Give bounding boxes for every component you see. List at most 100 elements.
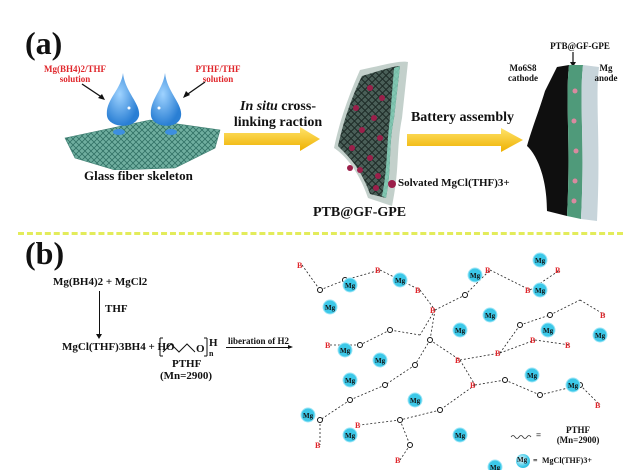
mg-ion-label: Mg xyxy=(395,277,406,285)
mg-ion-label: Mg xyxy=(340,347,351,355)
mg-ion-icon xyxy=(407,392,423,408)
legend-mg-label: MgCl(THF)3+ xyxy=(542,456,592,465)
oxygen-atom xyxy=(397,417,403,423)
boron-group-label: B xyxy=(297,261,303,270)
mg-ion-label: Mg xyxy=(543,327,554,335)
mg-ion-label: Mg xyxy=(568,382,579,390)
product-left-text: MgCl(THF)3BH4 + HO xyxy=(62,341,175,353)
pthf-repeat-unit xyxy=(159,337,208,357)
network-bond xyxy=(464,269,491,296)
boron-group-label: B xyxy=(315,441,321,450)
boron-group-label: B xyxy=(600,311,606,320)
pthf-name: PTHF xyxy=(172,358,202,370)
battery-electrolyte-label: PTB@GF-GPE xyxy=(550,41,610,51)
mg-ion-label: Mg xyxy=(410,397,421,405)
mg-ion-label: Mg xyxy=(455,327,466,335)
mg-ion-label: Mg xyxy=(527,372,538,380)
mg-ion-icon xyxy=(342,427,358,443)
oxygen-atom xyxy=(317,417,323,423)
network-bond xyxy=(549,299,581,316)
mg-ion-label: Mg xyxy=(485,312,496,320)
mg-ion-icon xyxy=(487,459,503,470)
thf-label: THF xyxy=(105,303,128,315)
network-bond xyxy=(384,364,416,386)
mg-ion-icon xyxy=(392,272,408,288)
oxygen-atom xyxy=(462,292,468,298)
network-bond xyxy=(534,339,571,346)
mg-ion-icon xyxy=(452,427,468,443)
reaction-arrow-shaft xyxy=(226,347,290,348)
ptb-gf-gpe-membrane xyxy=(334,61,408,207)
mg-ion-icon xyxy=(322,299,338,315)
network-bond xyxy=(419,289,436,311)
mg-ion-label: Mg xyxy=(303,412,314,420)
mg-ion-icon xyxy=(372,352,388,368)
mg-ion-icon xyxy=(532,282,548,298)
legend-wave-label: PTHF (Mn=2900) xyxy=(556,425,600,445)
oxygen-atom xyxy=(502,377,508,383)
network-bond xyxy=(519,314,551,326)
pthf-mn: (Mn=2900) xyxy=(160,370,213,382)
electrolyte-layer xyxy=(567,65,583,219)
crosslinking-arrow-icon xyxy=(224,127,320,151)
boron-group-label: B xyxy=(555,266,561,275)
mg-ion-label: Mg xyxy=(535,287,546,295)
oxygen-atom xyxy=(357,342,363,348)
mg-ion-icon xyxy=(532,252,548,268)
cathode-label: Mo6S8 cathode xyxy=(508,63,538,83)
network-bond xyxy=(459,359,476,386)
battery-assembly-arrow-icon xyxy=(407,128,523,152)
network-bond xyxy=(419,309,436,336)
network-bond xyxy=(434,294,466,311)
mg-ion-label: Mg xyxy=(535,257,546,265)
oxygen-atom xyxy=(407,442,413,448)
membrane-caption: PTB@GF-GPE xyxy=(313,205,407,220)
network-bond xyxy=(379,269,421,291)
panel-a-label: (a) xyxy=(25,25,63,61)
oxygen-atom xyxy=(387,327,393,333)
mg-ion-label: Mg xyxy=(345,377,356,385)
network-bond xyxy=(504,379,541,396)
mg-ion-label: Mg xyxy=(325,304,336,312)
network-bond xyxy=(359,419,401,426)
mg-ion-icon xyxy=(337,342,353,358)
pointer-arrow-left xyxy=(81,83,104,99)
mg-ion-label: Mg xyxy=(345,432,356,440)
oxygen-atom xyxy=(427,337,433,343)
oxygen-atom xyxy=(382,382,388,388)
oxygen-atom xyxy=(547,312,553,318)
boron-group-label: B xyxy=(530,336,536,345)
mg-ion-icon xyxy=(592,327,608,343)
thf-arrow-head-icon xyxy=(96,334,102,339)
network-bond xyxy=(399,444,411,461)
anode-label: Mg anode xyxy=(594,63,618,83)
network-bond xyxy=(459,352,501,361)
crosslinking-arrow-label: In situ cross- linking raction xyxy=(233,99,323,130)
network-bond xyxy=(579,299,606,316)
skeleton-caption: Glass fiber skeleton xyxy=(84,168,193,183)
oxygen-atom xyxy=(317,287,323,293)
network-bond xyxy=(389,329,421,336)
battery-assembly-label: Battery assembly xyxy=(410,110,515,125)
anode-layer xyxy=(581,65,599,221)
boron-group-label: B xyxy=(485,266,491,275)
mg-ion-icon xyxy=(342,372,358,388)
network-bond xyxy=(429,309,436,341)
pthf-subscript-n: n xyxy=(209,349,214,358)
polymer-network-diagram: BBBBBBBBBBBBBBBBBBMgMgMgMgMgMgMgMgMgMgMg… xyxy=(297,252,608,470)
network-bond xyxy=(319,399,351,421)
solvated-ion-legend-dot xyxy=(388,180,396,188)
mg-legend-icon: Mg xyxy=(516,454,530,468)
mg-ion-label: Mg xyxy=(375,357,386,365)
network-bond xyxy=(579,384,601,406)
boron-group-label: B xyxy=(395,456,401,465)
boron-group-label: B xyxy=(355,421,361,430)
oxygen-atom xyxy=(347,397,353,403)
cathode-layer xyxy=(527,65,569,216)
oxygen-atom xyxy=(517,322,523,328)
droplet-right-icon xyxy=(150,73,182,135)
mg-ion-icon xyxy=(524,367,540,383)
drop-right-label: PTHF/THF solution xyxy=(195,64,241,84)
mg-ion-icon xyxy=(565,377,581,393)
mg-ion-icon xyxy=(482,307,498,323)
